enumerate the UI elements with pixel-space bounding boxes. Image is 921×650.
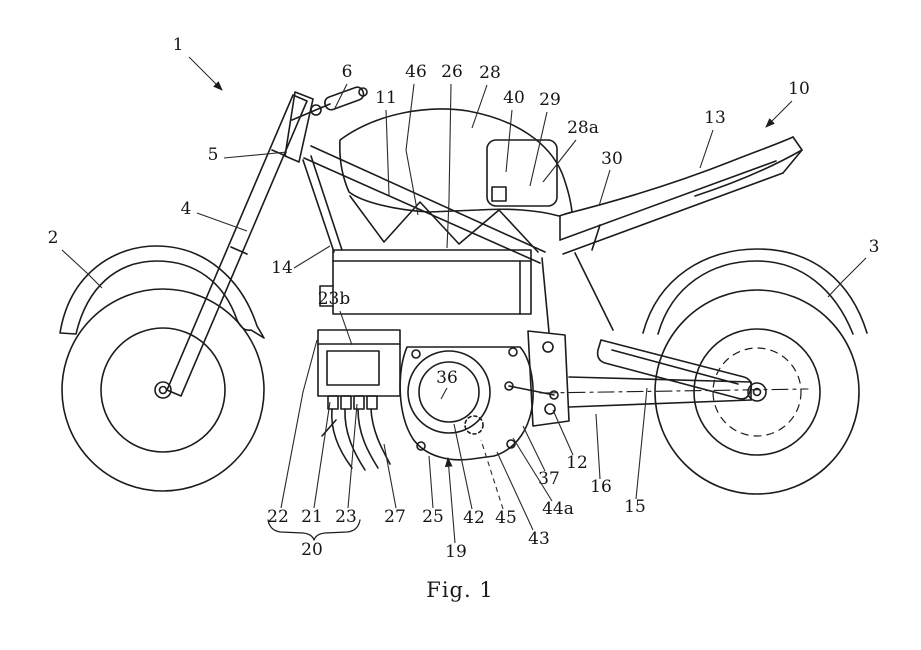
ref-label-27: 27	[384, 507, 406, 527]
ref-label-36: 36	[436, 368, 458, 388]
leader-line-28a	[542, 139, 577, 183]
ref-label-44a: 44a	[542, 499, 574, 519]
handlebar	[291, 86, 368, 121]
front-fork	[166, 94, 308, 397]
cover-panel	[486, 139, 558, 207]
ref-label-4: 4	[181, 199, 192, 219]
leader-line-46	[405, 83, 419, 216]
leader-line-13	[699, 129, 714, 169]
leader-line-12	[552, 409, 574, 456]
ref-label-28a: 28a	[567, 118, 599, 138]
battery-box	[319, 249, 532, 315]
ref-label-14: 14	[271, 258, 293, 278]
leader-line-42	[453, 423, 473, 510]
ref-label-29: 29	[539, 90, 561, 110]
leader-line-40	[505, 109, 513, 173]
wire	[321, 419, 337, 437]
leader-line-14	[293, 245, 331, 269]
ref-label-5: 5	[208, 145, 219, 165]
leader-line-30	[598, 169, 611, 207]
leader-line-4	[196, 212, 248, 232]
ref-label-40: 40	[503, 88, 525, 108]
ref-label-6: 6	[342, 62, 353, 82]
tank-cover	[339, 108, 573, 217]
leader-line-5	[223, 151, 288, 159]
leader-line-26	[446, 83, 452, 249]
wire	[344, 408, 366, 471]
leader-line-6	[333, 83, 348, 111]
motor-unit	[399, 346, 534, 461]
leader-line-27	[383, 443, 397, 509]
wire	[357, 408, 379, 469]
ref-label-45: 45	[495, 508, 517, 528]
ref-label-25: 25	[422, 507, 444, 527]
ref-label-46: 46	[405, 62, 427, 82]
ref-label-10: 10	[788, 79, 810, 99]
figure-caption: Fig. 1	[426, 578, 494, 602]
brace-20	[267, 519, 361, 541]
leader-line-43	[496, 451, 534, 531]
leader-line-25	[428, 455, 434, 509]
axle-centerline	[539, 388, 809, 394]
front-fender	[59, 245, 265, 339]
ref-label-28: 28	[479, 63, 501, 83]
leader-line-1	[188, 56, 223, 91]
ref-label-30: 30	[601, 149, 623, 169]
leader-line-3	[827, 257, 867, 298]
leader-line-45	[480, 439, 504, 510]
side-guard	[596, 339, 753, 400]
ref-label-3: 3	[869, 237, 880, 257]
leader-line-2	[61, 249, 103, 289]
leader-line-37	[522, 425, 546, 472]
leader-line-15	[635, 387, 648, 500]
ref-label-21: 21	[301, 507, 323, 527]
leader-line-28	[471, 84, 488, 129]
leader-line-44a	[512, 437, 553, 502]
wire	[330, 408, 353, 469]
ref-label-43: 43	[528, 529, 550, 549]
ref-label-42: 42	[463, 508, 485, 528]
swingarm	[504, 330, 809, 427]
front-wheel	[61, 288, 265, 492]
seat-tail	[559, 136, 803, 331]
leader-line-10	[765, 100, 793, 128]
frame	[284, 91, 550, 333]
ref-label-26: 26	[441, 62, 463, 82]
ref-label-22: 22	[267, 507, 289, 527]
ref-label-1: 1	[173, 35, 184, 55]
leader-line-19	[444, 456, 456, 544]
battery-rect	[332, 249, 532, 315]
leader-lines	[61, 56, 867, 544]
motor-circle	[407, 350, 491, 434]
motorcycle-drawing	[59, 86, 868, 541]
rear-fender	[642, 248, 868, 335]
ref-label-23b: 23b	[318, 289, 351, 309]
ref-label-19: 19	[445, 542, 467, 562]
ref-label-37: 37	[538, 469, 560, 489]
leader-line-11	[385, 109, 390, 196]
ref-label-23: 23	[335, 507, 357, 527]
leader-line-36	[440, 387, 448, 400]
leader-line-22	[280, 339, 318, 509]
ref-label-16: 16	[590, 477, 612, 497]
ref-label-12: 12	[566, 453, 588, 473]
wire	[370, 408, 391, 465]
rear-wheel	[654, 289, 860, 495]
ref-label-2: 2	[48, 228, 59, 248]
leader-line-21	[313, 401, 331, 509]
ref-label-15: 15	[624, 497, 646, 517]
controller-box	[317, 329, 401, 471]
leader-line-29	[529, 111, 548, 187]
ref-label-13: 13	[704, 108, 726, 128]
leader-line-23	[347, 403, 358, 509]
ref-label-20: 20	[301, 540, 323, 560]
leader-line-16	[595, 413, 601, 480]
leader-line-23b	[339, 310, 353, 346]
connector-detail	[491, 186, 507, 202]
ref-label-11: 11	[375, 88, 397, 108]
